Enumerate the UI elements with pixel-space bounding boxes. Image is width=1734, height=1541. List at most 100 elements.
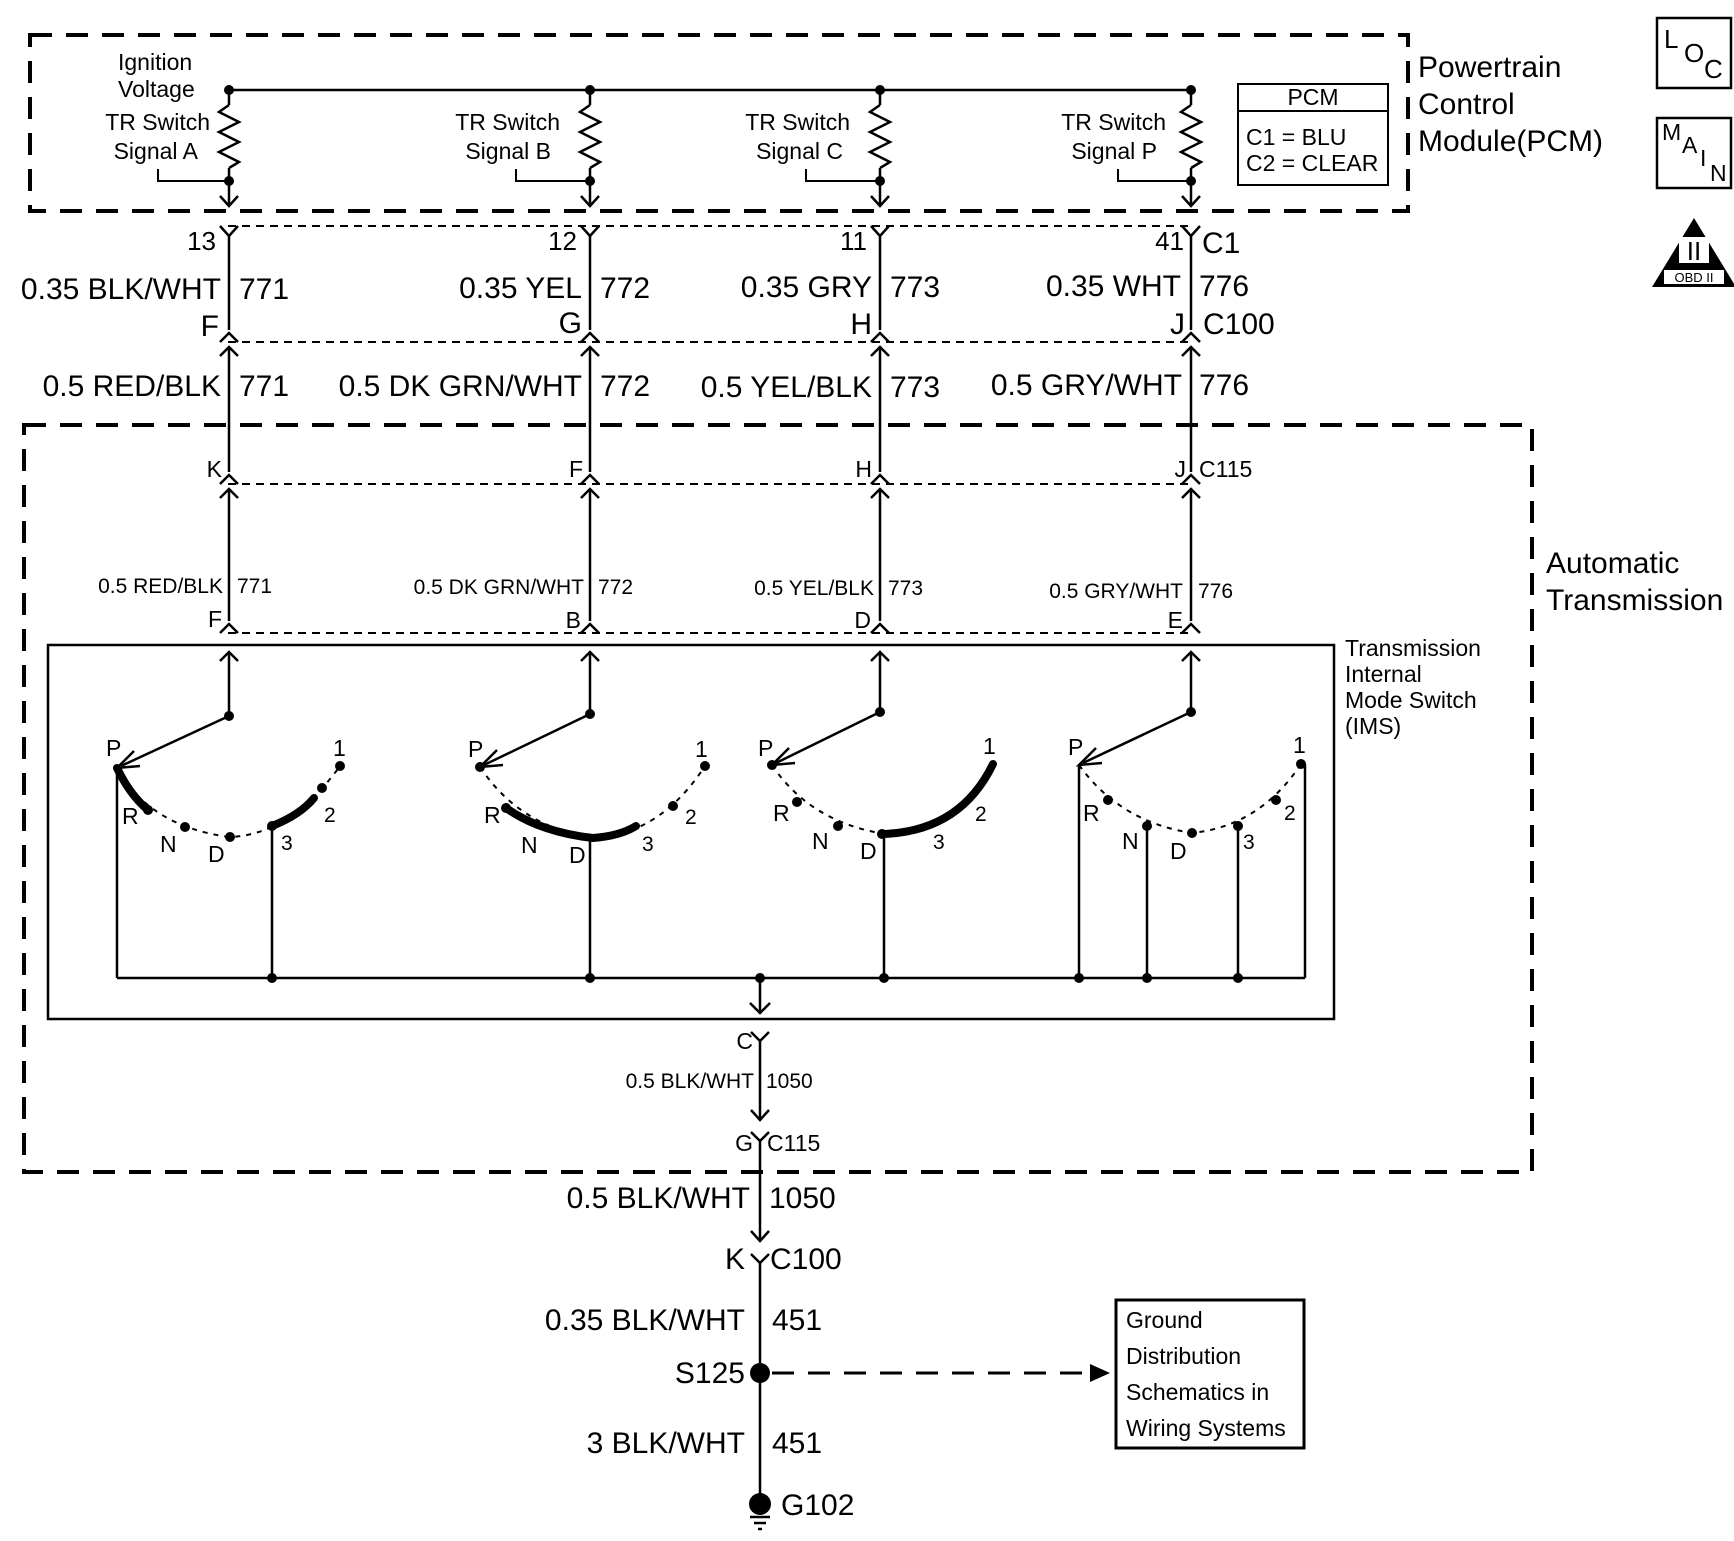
switch-p-pos-3: 3 [1243, 831, 1255, 854]
signal-p-ims-circuit: 776 [1198, 580, 1233, 603]
signal-a-harness-wire: 0.5 RED/BLK [43, 370, 221, 403]
signal-b-c115-pin: F [569, 456, 583, 482]
ground-distribution-reference[interactable]: Ground Distribution Schematics in Wiring… [1114, 1298, 1306, 1450]
circuit-signal-p: TR Switch Signal P 41 0.35 WHT 776 J 0.5… [991, 85, 1249, 767]
ground-g102-label: G102 [781, 1489, 854, 1522]
switch-b-pos-d: D [569, 842, 586, 868]
signal-b-pcm-circuit: 772 [600, 272, 650, 305]
ground-ims-pin: C [736, 1028, 753, 1054]
obd-ii-icon: II OBD II [1652, 218, 1734, 287]
signal-b-harness-wire: 0.5 DK GRN/WHT [339, 370, 582, 403]
switch-a-pos-d: D [208, 841, 225, 867]
signal-p-c100-pin: J [1170, 308, 1185, 341]
signal-a-pcm-circuit: 771 [239, 273, 289, 306]
signal-c-ims-circuit: 773 [888, 577, 923, 600]
ground-ref-line-3: Schematics in [1126, 1379, 1269, 1405]
switch-b-pos-3: 3 [642, 833, 654, 856]
main-icon-letter-n: N [1710, 160, 1727, 186]
signal-c-pcm-pin: 11 [840, 226, 867, 256]
signal-p-ims-wire: 0.5 GRY/WHT [1049, 580, 1183, 603]
signal-c-ims-pin: D [854, 607, 871, 633]
signal-b-pcm-pin: 12 [548, 226, 577, 256]
signal-p-ims-pin: E [1168, 607, 1183, 633]
switch-c-pos-3: 3 [933, 831, 945, 854]
switch-b-pos-2: 2 [685, 806, 697, 829]
signal-a-label-2: Signal A [114, 138, 199, 164]
switch-c-pos-d: D [860, 838, 877, 864]
ground-wire-circuit: 451 [772, 1427, 822, 1460]
switch-c-pos-n: N [812, 828, 829, 854]
switch-p-pos-2: 2 [1284, 802, 1296, 825]
ims-label-1: Transmission [1345, 635, 1481, 661]
signal-c-c115-pin: H [855, 456, 872, 482]
signal-b-label-1: TR Switch [455, 109, 560, 135]
switch-a-arc: P R N D 3 2 1 [106, 735, 346, 983]
ignition-voltage-label-1: Ignition [118, 49, 192, 75]
switch-a-pos-p: P [106, 735, 121, 761]
connector-c100-label: C100 [1203, 308, 1275, 341]
signal-a-harness-circuit: 771 [239, 370, 289, 403]
signal-p-c115-pin: J [1175, 456, 1187, 482]
signal-p-harness-wire: 0.5 GRY/WHT [991, 369, 1182, 402]
signal-a-pcm-wire: 0.35 BLK/WHT [21, 273, 221, 306]
pcm-title: Powertrain Control Module(PCM) [1418, 51, 1603, 158]
ground-c100-pin: K [725, 1243, 745, 1276]
switch-c-pos-p: P [758, 735, 773, 761]
ground-harness-wire: 0.5 BLK/WHT [567, 1182, 750, 1215]
loc-icon-letter-c: C [1704, 54, 1723, 84]
signal-c-ims-wire: 0.5 YEL/BLK [754, 577, 874, 600]
main-icon-letter-i: I [1700, 145, 1706, 171]
ims-switch-box [46, 643, 1336, 1021]
main-icon-letter-m: M [1662, 119, 1681, 145]
signal-b-pcm-wire: 0.35 YEL [459, 272, 582, 305]
obd-icon-label: OBD II [1674, 270, 1713, 285]
switch-p-pos-1: 1 [1293, 732, 1306, 758]
connector-c115-label: C115 [1199, 456, 1252, 482]
signal-b-ims-pin: B [566, 607, 581, 633]
signal-a-pcm-pin: 13 [187, 226, 216, 256]
switch-a-pos-2: 2 [324, 804, 336, 827]
switch-p-pos-r: R [1083, 800, 1100, 826]
ground-circuit: C 0.5 BLK/WHT 1050 G C115 0.5 BLK/WHT 10… [545, 1028, 1110, 1531]
signal-a-c115-pin: K [207, 456, 223, 482]
pcm-title-line-2: Control [1418, 88, 1515, 121]
switch-a-pos-r: R [122, 803, 139, 829]
ground-ims-wire: 0.5 BLK/WHT [626, 1070, 755, 1093]
pcm-title-line-1: Powertrain [1418, 51, 1561, 84]
pcm-legend-title: PCM [1287, 84, 1338, 110]
switch-a-pos-n: N [160, 831, 177, 857]
signal-c-harness-wire: 0.5 YEL/BLK [701, 371, 872, 404]
signal-c-c100-pin: H [850, 308, 872, 341]
signal-b-c100-pin: G [559, 307, 582, 340]
switch-c-pos-2: 2 [975, 803, 987, 826]
signal-a-c100-pin: F [201, 310, 219, 343]
signal-p-pcm-wire: 0.35 WHT [1046, 270, 1181, 303]
loc-icon: L O C [1655, 16, 1733, 90]
signal-p-harness-circuit: 776 [1199, 369, 1249, 402]
switch-a-pos-3: 3 [281, 832, 293, 855]
obd-icon-numeral: II [1687, 236, 1701, 266]
switch-c-pos-1: 1 [983, 733, 996, 759]
connector-c1-label: C1 [1202, 227, 1240, 260]
switch-b-pos-1: 1 [695, 736, 708, 762]
ground-ref-line-1: Ground [1126, 1307, 1203, 1333]
signal-c-pcm-wire: 0.35 GRY [741, 271, 872, 304]
signal-b-ims-circuit: 772 [598, 576, 633, 599]
switch-p-pos-d: D [1170, 838, 1187, 864]
switch-b-pos-p: P [468, 736, 483, 762]
switch-b-arc: P R N D 3 2 1 [468, 736, 710, 983]
pcm-connector-legend: PCM C1 = BLU C2 = CLEAR [1237, 83, 1389, 186]
ims-label-4: (IMS) [1345, 713, 1401, 739]
ground-splice-circuit: 451 [772, 1304, 822, 1337]
loc-icon-letter-o: O [1684, 38, 1704, 68]
transmission-title-1: Automatic [1546, 547, 1679, 580]
signal-b-harness-circuit: 772 [600, 370, 650, 403]
pcm-title-line-3: Module(PCM) [1418, 125, 1603, 158]
ground-splice-wire: 0.35 BLK/WHT [545, 1304, 745, 1337]
signal-a-ims-circuit: 771 [237, 575, 272, 598]
signal-c-label-2: Signal C [756, 138, 843, 164]
splice-s125-label: S125 [675, 1357, 745, 1390]
circuit-signal-a: TR Switch Signal A 13 0.35 BLK/WHT 771 F… [21, 85, 289, 770]
